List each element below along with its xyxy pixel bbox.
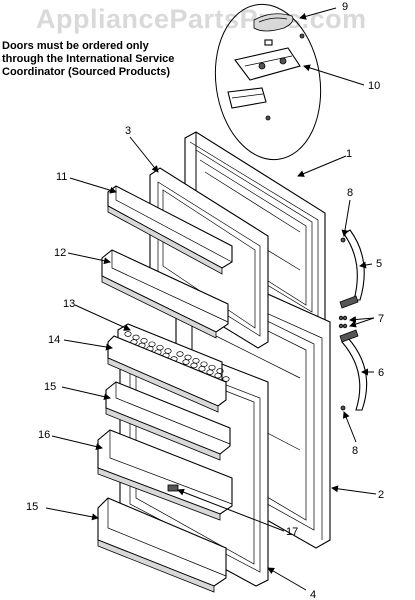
egg-cup xyxy=(222,376,230,382)
part-11-door-shelf xyxy=(107,185,233,275)
callout-2: 2 xyxy=(378,489,384,501)
ordering-note-line: through the International Service xyxy=(2,53,175,65)
callout-labels: 9 10 1 3 11 12 13 14 15 16 15 8 5 7 6 8 … xyxy=(26,1,384,600)
egg-cup xyxy=(214,372,222,379)
egg-cup xyxy=(124,331,132,337)
callout-8-lower: 8 xyxy=(352,445,358,457)
callout-15-upper: 15 xyxy=(44,381,56,393)
hinge-detail-inset xyxy=(214,3,322,161)
ordering-note-line: Doors must be ordered only xyxy=(2,40,149,52)
egg-cup xyxy=(176,351,184,357)
part-16-door-bin xyxy=(97,429,233,521)
part-5-upper-handle xyxy=(343,229,365,301)
callout-3: 3 xyxy=(125,125,131,137)
callout-7: 7 xyxy=(378,313,384,325)
callout-16: 16 xyxy=(38,429,50,441)
callout-11: 11 xyxy=(56,171,67,183)
callout-9: 9 xyxy=(342,1,348,13)
callout-5: 5 xyxy=(376,258,382,270)
part-8-screw xyxy=(340,237,346,243)
leader-lines xyxy=(45,7,377,591)
ordering-note-line: Coordinator (Sourced Products) xyxy=(2,66,171,78)
part-15-door-bin-lower xyxy=(97,497,227,593)
part-8-screw xyxy=(340,405,346,411)
callout-1: 1 xyxy=(346,148,352,160)
part-15-door-shelf-upper xyxy=(105,381,231,461)
callout-17: 17 xyxy=(286,526,298,538)
egg-cup xyxy=(182,359,190,365)
callout-12: 12 xyxy=(54,247,66,259)
egg-cup xyxy=(190,362,198,369)
egg-cup xyxy=(206,369,214,375)
watermark: AppliancePartsPros.com xyxy=(36,4,367,34)
part-12-door-shelf xyxy=(101,249,229,339)
hinge-lower-piece xyxy=(227,87,267,109)
callout-6: 6 xyxy=(378,367,384,379)
callout-8-upper: 8 xyxy=(347,187,353,199)
part-9-hinge-cover xyxy=(253,13,294,32)
callout-13: 13 xyxy=(63,298,75,310)
callout-10: 10 xyxy=(368,80,380,92)
callout-15-lower: 15 xyxy=(26,501,38,513)
callout-4: 4 xyxy=(310,589,316,600)
egg-cup xyxy=(198,366,206,372)
part-6-lower-handle xyxy=(341,337,368,411)
ordering-note: Doors must be ordered only through the I… xyxy=(2,40,222,79)
part-14-door-shelf xyxy=(107,335,227,413)
part-10-hinge-bracket xyxy=(234,39,301,81)
part-17-clip xyxy=(167,484,179,492)
callout-14: 14 xyxy=(48,334,60,346)
part-7-handle-mounts xyxy=(338,295,359,343)
